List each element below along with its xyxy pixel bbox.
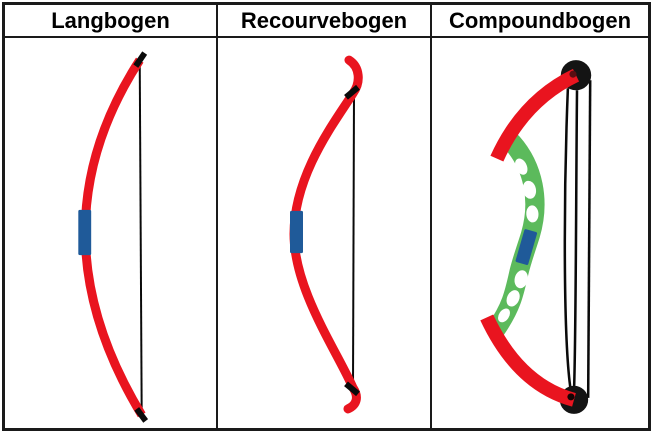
longbow-limb [80, 57, 146, 418]
longbow-grip [78, 209, 92, 256]
compound-cable-right [572, 90, 579, 392]
longbow-figure [78, 51, 149, 423]
panel-langbogen [5, 38, 218, 428]
riser-hole [498, 308, 510, 323]
panel-title-recourvebogen-label: Recourvebogen [240, 7, 408, 33]
panel-title-recourvebogen: Recourvebogen [218, 5, 432, 38]
recurve-nock-bottom-icon [344, 381, 360, 397]
panel-compoundbogen [432, 38, 648, 428]
riser-hole [522, 180, 537, 199]
compound-grip [515, 229, 538, 265]
compound-cable-left [563, 88, 573, 393]
longbow-nock-top-icon [133, 51, 148, 68]
panel-title-compoundbogen-label: Compoundbogen [448, 7, 632, 33]
compound-limb-bottom [480, 314, 577, 407]
recurve-string [352, 93, 355, 388]
recurve-nock-top-icon [344, 84, 360, 100]
recurve-grip [290, 210, 303, 254]
panel-recourvebogen [218, 38, 432, 428]
riser-hole [515, 158, 528, 175]
panel-title-langbogen-label: Langbogen [51, 7, 170, 33]
panel-title-langbogen: Langbogen [5, 5, 218, 38]
compound-string-main [586, 80, 592, 398]
riser-hole [506, 290, 520, 307]
riser-hole [514, 270, 528, 289]
compound-axle-bottom-icon [567, 393, 575, 401]
recurve-figure [289, 55, 363, 414]
compound-figure [480, 60, 592, 414]
longbow-nock-bottom-icon [134, 407, 149, 423]
longbow-string [138, 60, 143, 415]
compound-axle-top-icon [569, 70, 577, 78]
panel-title-compoundbogen: Compoundbogen [432, 5, 648, 38]
bow-types-table: Langbogen Recourvebogen Compoundbogen [2, 2, 651, 431]
riser-hole [526, 205, 539, 223]
recurve-limb [289, 55, 363, 414]
compound-limb-top [490, 68, 580, 162]
